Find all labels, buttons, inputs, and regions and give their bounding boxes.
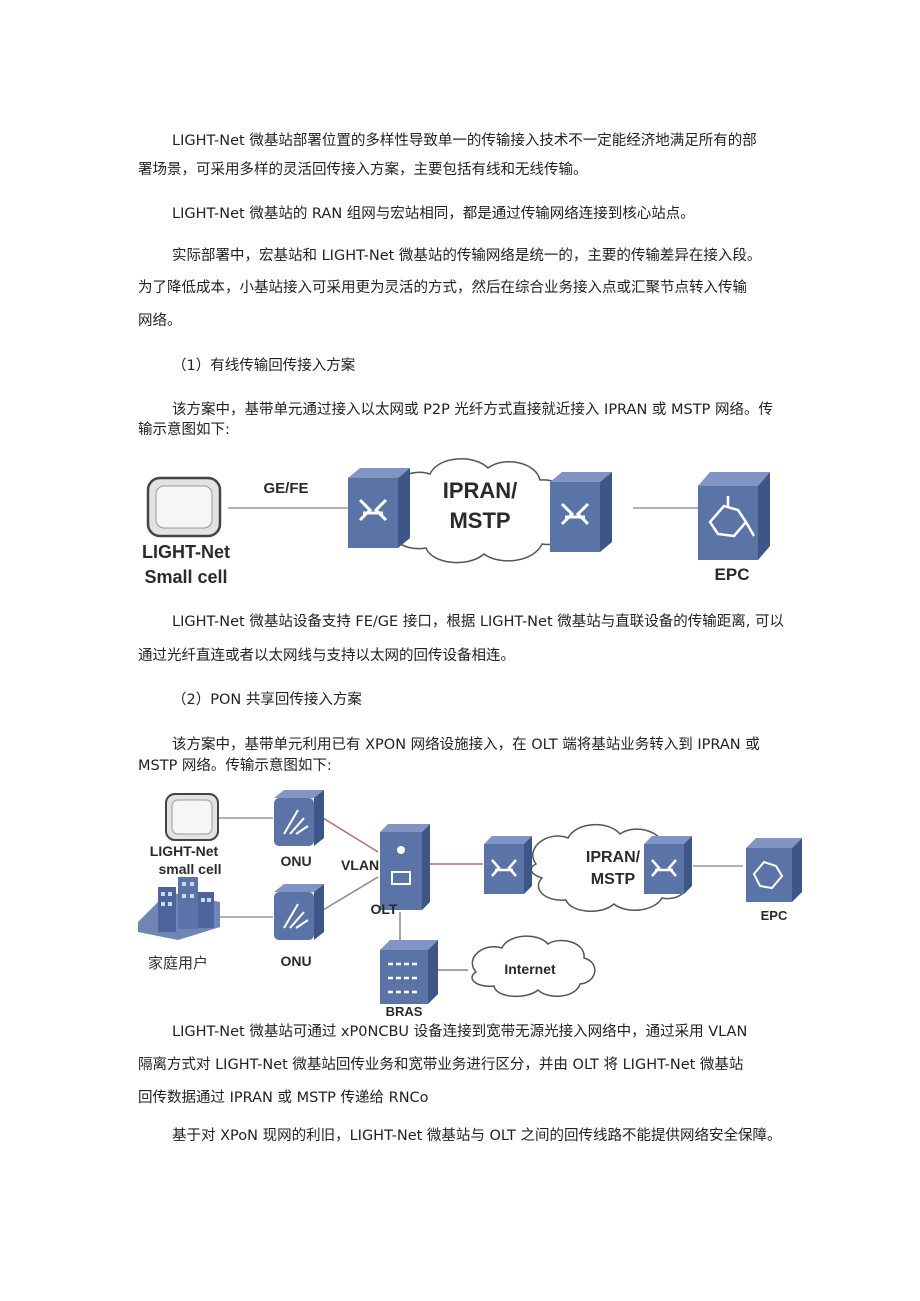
heading-2: （2）PON 共享回传接入方案: [172, 692, 362, 708]
buildings-icon: [138, 877, 220, 940]
vlan-label: VLAN: [341, 857, 379, 873]
para-3-line-1: 实际部署中，宏基站和 LIGHT-Net 微基站的传输网络是统一的，主要的传输差…: [172, 248, 762, 264]
small-cell-icon: [146, 476, 222, 538]
onu-olt-link: [322, 817, 379, 853]
para-7-line-1: LIGHT-Net 微基站可通过 xP0NCBU 设备连接到宽带无源光接入网络中…: [172, 1024, 748, 1040]
olt-label: OLT: [371, 901, 398, 917]
olt-icon: [380, 824, 430, 910]
para-8: 基于对 XPoN 现网的利旧，LIGHT-Net 微基站与 OLT 之间的回传线…: [172, 1128, 782, 1144]
diagram-pon-backhaul: LIGHT-Net small cell 家庭用户 ONU ONU: [138, 790, 802, 1019]
cloud-label-1: IPRAN/: [586, 849, 641, 866]
onu-olt-link: [322, 876, 379, 911]
onu-label-1: ONU: [280, 853, 311, 869]
onu-icon: [274, 884, 324, 940]
para-3-line-3: 网络。: [138, 313, 182, 329]
para-2: LIGHT-Net 微基站的 RAN 组网与宏站相同，都是通过传输网络连接到核心…: [172, 206, 695, 222]
cloud-label-2: MSTP: [449, 508, 510, 533]
diagram-wired-backhaul: IPRAN/ MSTP LIGHT-Net Small cell GE/FE E…: [142, 458, 770, 587]
cell-label-2: Small cell: [144, 567, 227, 587]
para-3-line-2: 为了降低成本，小基站接入可采用更为灵活的方式，然后在综合业务接入点或汇聚节点转入…: [138, 280, 747, 296]
para-6-line-2: MSTP 网络。传输示意图如下:: [138, 758, 332, 774]
cloud-label-2: MSTP: [591, 871, 636, 888]
small-cell-icon: [165, 793, 219, 841]
link-label: GE/FE: [263, 480, 308, 497]
epc-icon: [698, 472, 770, 560]
para-1-line-2: 署场景，可采用多样的灵活回传接入方案，主要包括有线和无线传输。: [138, 162, 588, 178]
para-6-line-1: 该方案中，基带单元利用已有 XPON 网络设施接入，在 OLT 端将基站业务转入…: [172, 737, 760, 753]
bras-icon: [380, 940, 438, 1004]
router-icon: [644, 836, 692, 894]
heading-1: （1）有线传输回传接入方案: [172, 358, 356, 374]
bras-label: BRAS: [386, 1004, 423, 1019]
internet-label: Internet: [504, 961, 556, 977]
router-icon: [348, 468, 410, 548]
para-4-line-2: 输示意图如下:: [138, 422, 230, 438]
cell-label-1: LIGHT-Net: [142, 542, 230, 562]
onu-label-2: ONU: [280, 953, 311, 969]
epc-label: EPC: [715, 565, 750, 584]
epc-label: EPC: [761, 908, 788, 923]
para-5-line-2: 通过光纤直连或者以太网线与支持以太网的回传设备相连。: [138, 648, 515, 664]
home-users-label: 家庭用户: [148, 954, 208, 972]
para-1-line-1: LIGHT-Net 微基站部署位置的多样性导致单一的传输接入技术不一定能经济地满…: [172, 133, 757, 149]
para-7-line-3: 回传数据通过 IPRAN 或 MSTP 传递给 RNCo: [138, 1090, 429, 1106]
router-icon: [484, 836, 532, 894]
internet-cloud-icon: [471, 935, 596, 998]
para-5-line-1: LIGHT-Net 微基站设备支持 FE/GE 接口，根据 LIGHT-Net …: [172, 614, 784, 630]
epc-icon: [746, 838, 802, 902]
cell-label-1: LIGHT-Net: [150, 843, 219, 859]
router-icon: [550, 472, 612, 552]
para-4-line-1: 该方案中，基带单元通过接入以太网或 P2P 光纤方式直接就近接入 IPRAN 或…: [172, 402, 773, 418]
onu-icon: [274, 790, 324, 846]
cloud-label-1: IPRAN/: [443, 478, 518, 503]
cell-label-2: small cell: [158, 861, 221, 877]
para-7-line-2: 隔离方式对 LIGHT-Net 微基站回传业务和宽带业务进行区分，并由 OLT …: [138, 1057, 744, 1073]
